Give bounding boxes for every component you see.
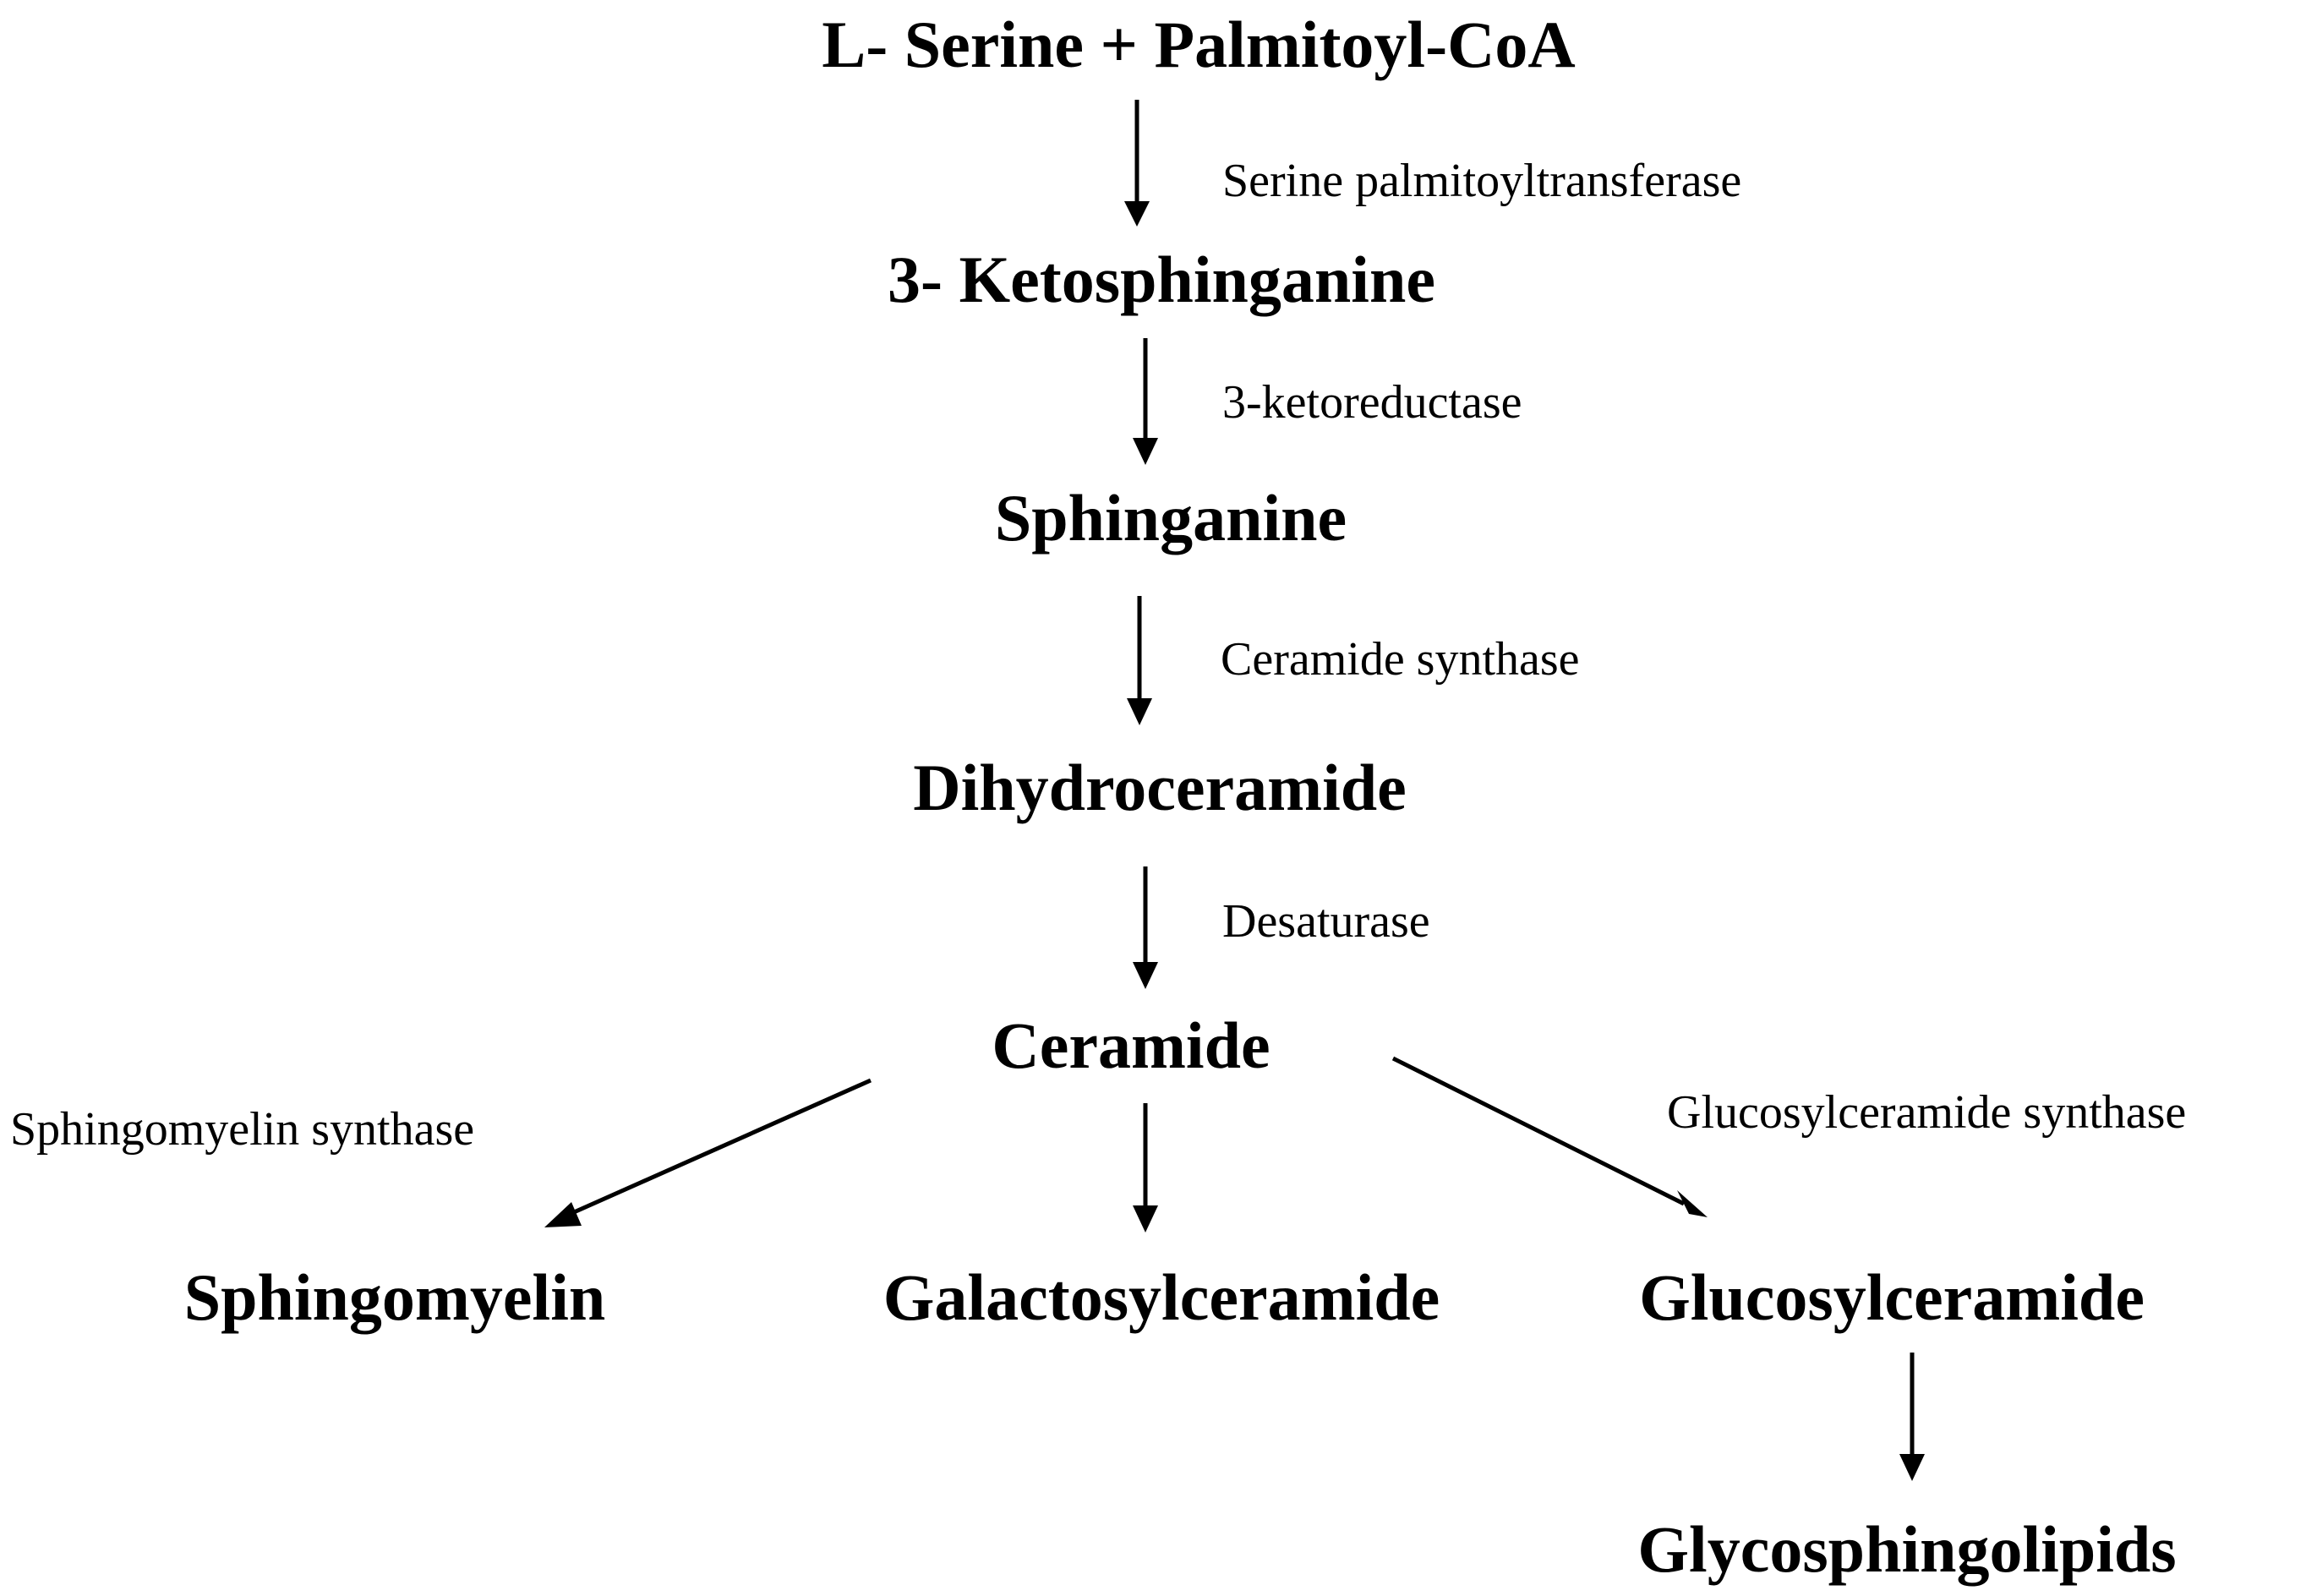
arrowhead <box>544 1202 582 1227</box>
node-dihydroceramide: Dihydroceramide <box>913 751 1407 824</box>
node-galactosylceramide: Galactosylceramide <box>883 1260 1440 1334</box>
arrowhead <box>1677 1190 1708 1217</box>
arrowhead <box>1133 1205 1158 1233</box>
node-substrate: L- Serine + Palmitoyl-CoA <box>822 8 1576 81</box>
enzyme-ceramide-synthase: Ceramide synthase <box>1221 633 1580 686</box>
node-sphingomyelin: Sphingomyelin <box>183 1260 606 1334</box>
node-glucosylceramide: Glucosylceramide <box>1639 1260 2145 1334</box>
arrowhead <box>1133 438 1158 465</box>
node-sphinganine: Sphinganine <box>994 481 1347 555</box>
enzyme-sphingomyelin-synthase: Sphingomyelin synthase <box>10 1103 475 1156</box>
enzyme-serine-palmitoyltransferase: Serine palmitoyltransferase <box>1222 155 1742 207</box>
arrow-ceramide-to-glucosylceramide <box>1391 1056 1686 1206</box>
arrowhead <box>1124 201 1150 227</box>
arrowhead <box>1899 1454 1925 1481</box>
arrow-ceramide-to-sphingomyelin <box>565 1078 872 1218</box>
node-ceramide: Ceramide <box>992 1008 1270 1082</box>
enzyme-glucosylceramide-synthase: Glucosylceramide synthase <box>1667 1086 2187 1139</box>
enzyme-3-ketoreductase: 3-ketoreductase <box>1222 376 1522 429</box>
arrowhead <box>1127 698 1152 725</box>
enzyme-desaturase: Desaturase <box>1222 895 1430 948</box>
node-ketosphinganine: 3- Ketosphinganine <box>888 243 1435 316</box>
arrowhead <box>1133 962 1158 989</box>
node-glycosphingolipids: Glycosphingolipids <box>1637 1512 2177 1586</box>
